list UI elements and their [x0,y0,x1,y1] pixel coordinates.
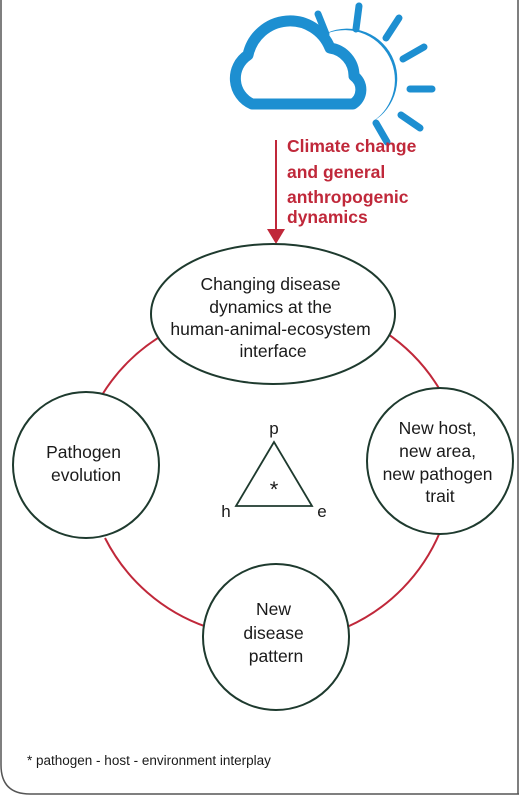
node-label-line: Changing disease [201,274,341,294]
node-new-host: New host, new area, new pathogen trait [366,387,514,535]
climate-label: Climate change and general anthropogenic… [287,136,421,227]
climate-arrow [267,140,285,244]
node-label-line: new pathogen [383,464,493,484]
node-label: New host, new area, new pathogen trait [383,418,498,506]
cloud-and-sun-icon [229,2,436,146]
node-label-line: new area, [399,441,476,461]
node-label-line: interface [239,341,306,361]
climate-label-line: dynamics [287,207,368,227]
node-changing-disease-dynamics: Changing disease dynamics at the human-a… [150,243,396,385]
node-label: Changing disease dynamics at the human-a… [170,274,375,361]
triangle-label-p: p [269,419,278,438]
triangle-asterisk: * [270,477,279,502]
node-label-line: evolution [51,465,121,485]
climate-label-line: anthropogenic [287,187,409,207]
arc-top-right [384,331,441,391]
node-label-line: Pathogen [46,442,121,462]
climate-label-line: Climate change [287,136,417,156]
node-label: New disease pattern [243,599,308,666]
node-label: Pathogen evolution [46,442,126,485]
arc-bottom-left [104,537,208,628]
node-label-line: New [256,599,291,619]
climate-label-line: and general [287,162,385,182]
phe-triangle: p h e * [221,419,326,521]
node-label-line: New host, [399,418,477,438]
node-pathogen-evolution: Pathogen evolution [12,391,160,539]
node-label-line: trait [425,486,454,506]
node-label-line: pattern [249,646,303,666]
footnote: * pathogen - host - environment interpla… [27,753,271,768]
triangle-label-e: e [317,502,326,521]
triangle-label-h: h [221,502,230,521]
node-label-line: disease [243,623,303,643]
node-label-line: dynamics at the [209,297,332,317]
arc-left-top [101,331,169,396]
node-label-line: human-animal-ecosystem [170,319,370,339]
node-new-disease-pattern: New disease pattern [202,563,350,711]
arc-right-bottom [346,531,441,628]
